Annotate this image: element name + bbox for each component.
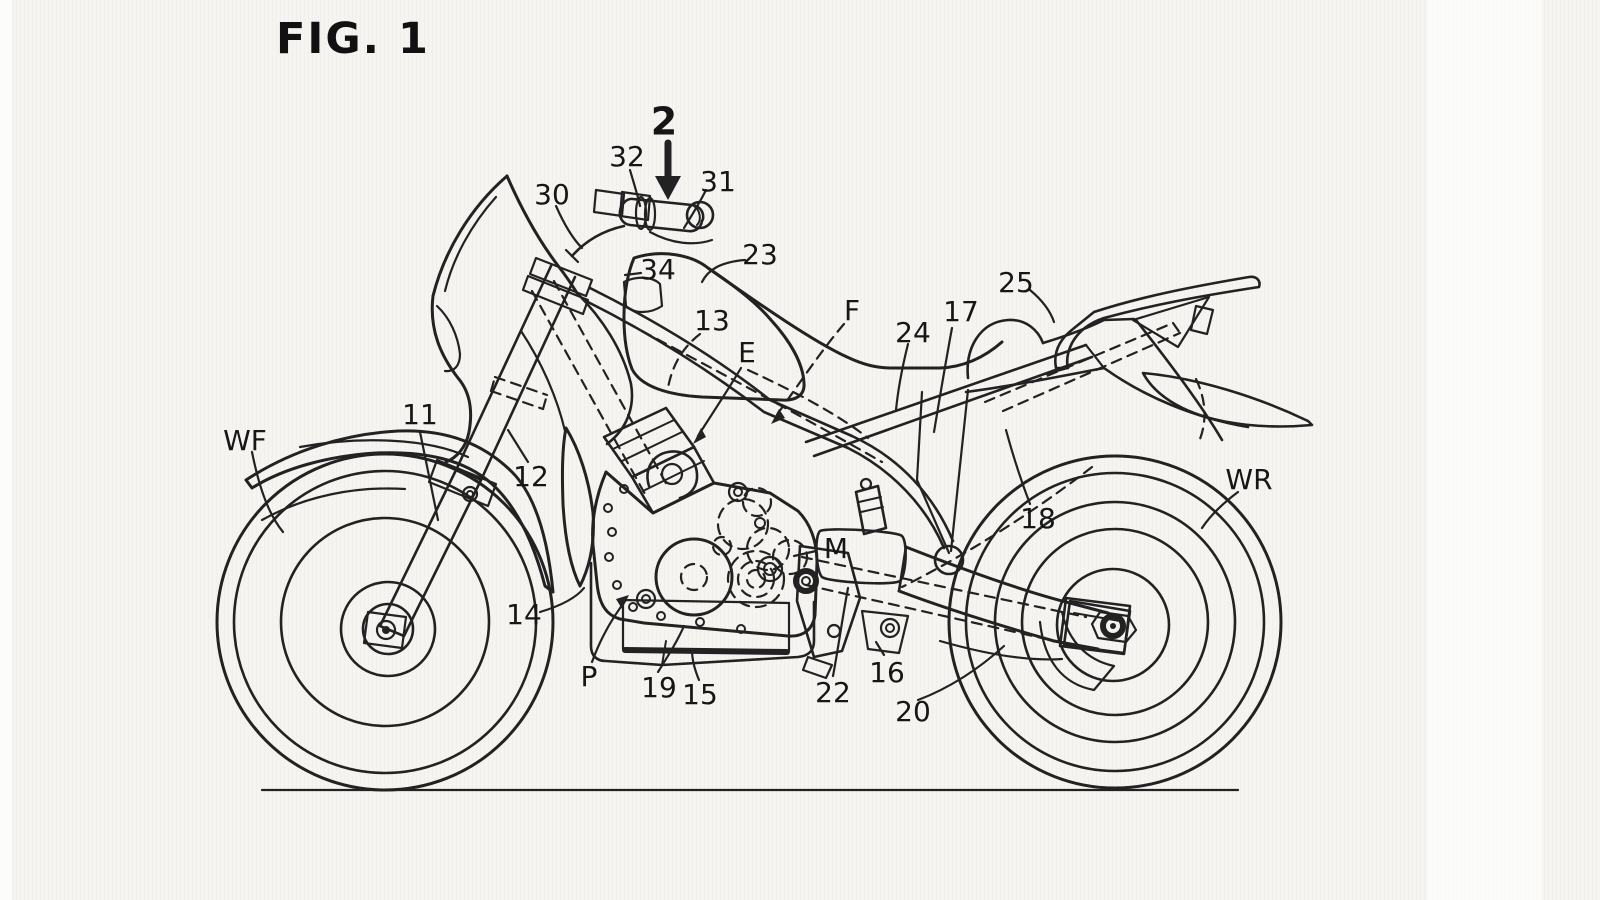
ref-label-32: 32 xyxy=(609,140,645,173)
leader-lines xyxy=(250,168,1240,702)
arrow-2 xyxy=(655,139,681,200)
ref-label-14: 14 xyxy=(506,598,542,631)
ref-label-F: F xyxy=(844,294,860,327)
ref-label-12: 12 xyxy=(513,460,549,493)
ref-label-M: M xyxy=(824,532,848,565)
ref-label-15: 15 xyxy=(682,678,718,711)
tail-and-rack xyxy=(964,275,1261,442)
front-fender xyxy=(244,429,555,594)
ref-label-17: 17 xyxy=(943,295,979,328)
rear-wheel xyxy=(947,454,1283,790)
ref-label-18: 18 xyxy=(1020,502,1056,535)
ref-label-WR: WR xyxy=(1225,463,1272,496)
ref-label-19: 19 xyxy=(641,671,677,704)
rear-shock xyxy=(854,477,888,536)
front-fork xyxy=(378,256,594,638)
ref-label-34: 34 xyxy=(640,253,676,286)
radiator-shroud xyxy=(560,426,595,588)
ref-label-30: 30 xyxy=(534,178,570,211)
rear-fender xyxy=(1141,371,1314,441)
ref-label-22: 22 xyxy=(815,676,851,709)
ref-label-E: E xyxy=(738,336,756,369)
ref-label-25: 25 xyxy=(998,266,1034,299)
ref-label-20: 20 xyxy=(895,695,931,728)
ref-label-2: 2 xyxy=(651,100,677,144)
ref-label-WF: WF xyxy=(223,424,267,457)
ref-label-P: P xyxy=(581,660,598,693)
ref-label-23: 23 xyxy=(742,238,778,271)
seat xyxy=(706,266,1045,380)
windscreen-fairing xyxy=(430,174,634,464)
hidden-lines xyxy=(489,279,884,496)
ref-label-11: 11 xyxy=(402,398,438,431)
front-wheel xyxy=(215,452,555,792)
figure-title: FIG. 1 xyxy=(276,14,430,64)
swingarm xyxy=(800,465,1132,661)
ref-label-13: 13 xyxy=(694,304,730,337)
ref-label-16: 16 xyxy=(869,656,905,689)
handlebar-throttle xyxy=(564,188,715,264)
ref-label-24: 24 xyxy=(895,316,931,349)
engine xyxy=(591,406,907,638)
ref-label-31: 31 xyxy=(700,165,736,198)
